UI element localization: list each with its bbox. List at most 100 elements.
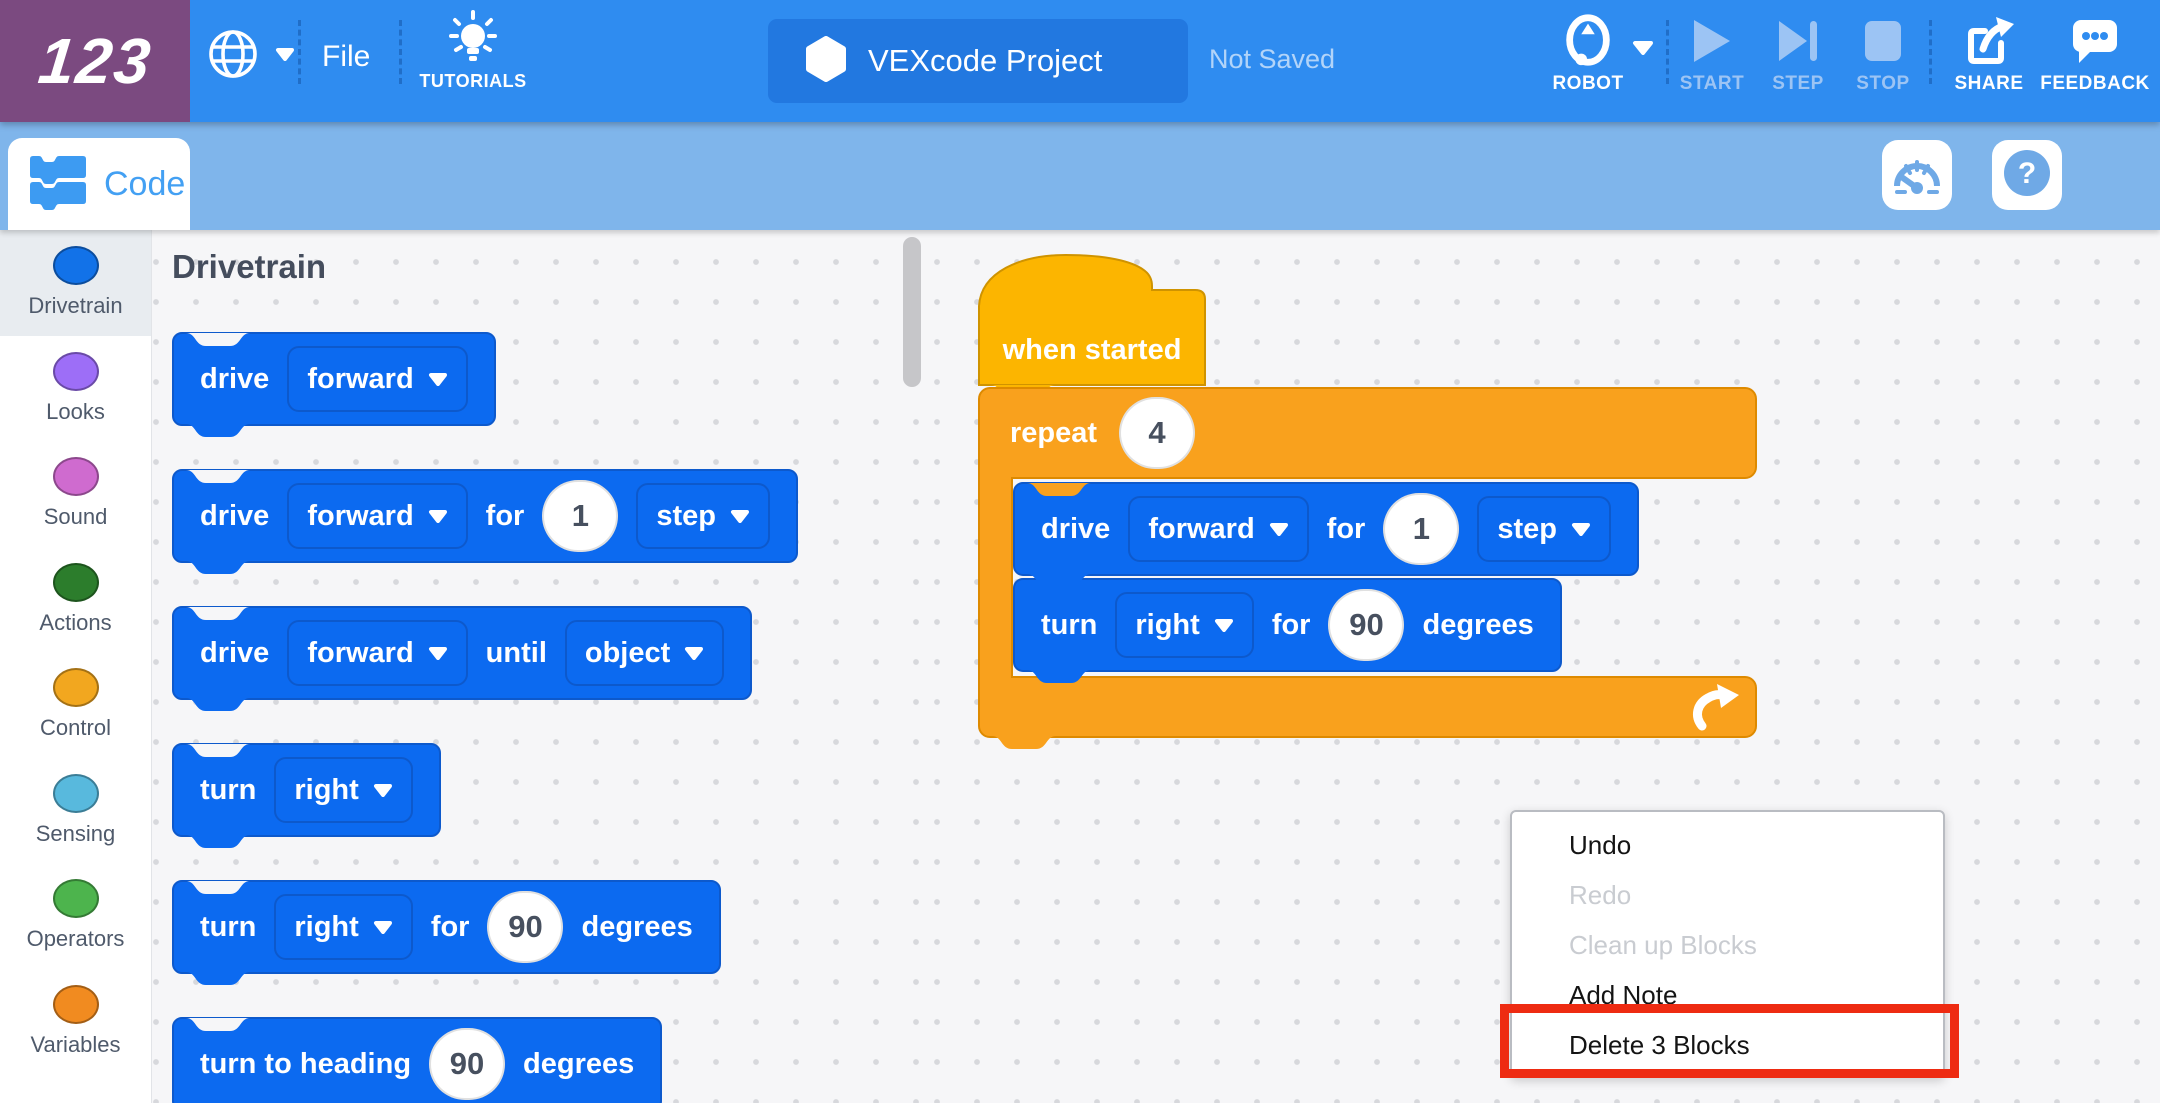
dropdown-caret-icon: [373, 783, 393, 797]
repeat-block-bottom[interactable]: [978, 676, 1757, 749]
robot-icon: [1543, 12, 1633, 70]
block-dropdown-right[interactable]: right: [1115, 592, 1254, 658]
block-dropdown-forward[interactable]: forward: [287, 483, 468, 549]
robot-chevron-down-icon[interactable]: [1632, 40, 1654, 60]
block-number-input[interactable]: 1: [542, 480, 619, 552]
block-tab: [186, 561, 250, 574]
sidebar-item-control[interactable]: Control: [0, 652, 151, 758]
block-tab: [186, 698, 250, 711]
start-button[interactable]: START: [1672, 12, 1752, 95]
top-header: 123 File: [0, 0, 2160, 122]
device-dashboard-button[interactable]: [1882, 140, 1952, 210]
tab-code[interactable]: Code: [8, 138, 190, 230]
repeat-block-arm[interactable]: [978, 477, 1013, 678]
dropdown-caret-icon: [428, 646, 448, 660]
block-number-input[interactable]: 1: [1383, 493, 1460, 565]
stop-button[interactable]: STOP: [1843, 12, 1923, 95]
language-menu[interactable]: [205, 26, 295, 87]
dropdown-caret-icon: [1571, 522, 1591, 536]
sidebar-item-variables[interactable]: Variables: [0, 969, 151, 1075]
dropdown-caret-icon: [684, 646, 704, 660]
category-dot: [52, 457, 99, 497]
context-menu-item-undo[interactable]: Undo: [1569, 830, 1632, 860]
dropdown-value: forward: [1148, 512, 1255, 545]
share-button[interactable]: SHARE: [1949, 12, 2029, 95]
block-dropdown-right[interactable]: right: [274, 894, 413, 960]
gauge-icon: [1892, 150, 1942, 201]
block-dropdown-right[interactable]: right: [274, 757, 413, 823]
question-mark-icon: ?: [2002, 148, 2052, 203]
block-dropdown-forward[interactable]: forward: [287, 620, 468, 686]
sidebar-item-sound[interactable]: Sound: [0, 441, 151, 547]
tutorials-button[interactable]: TUTORIALS: [418, 10, 528, 92]
repeat-count-input[interactable]: 4: [1119, 397, 1196, 469]
block-label: until: [485, 636, 547, 669]
chevron-down-icon: [275, 47, 295, 66]
robot-button[interactable]: ROBOT: [1543, 12, 1633, 95]
block-notch: [186, 607, 250, 620]
when-started-block[interactable]: when started: [978, 254, 1206, 387]
sidebar-item-actions[interactable]: Actions: [0, 547, 151, 653]
dropdown-value: forward: [307, 636, 414, 669]
context-menu-item-clean-up-blocks: Clean up Blocks: [1569, 930, 1757, 960]
sidebar-item-sensing[interactable]: Sensing: [0, 758, 151, 864]
category-dot: [52, 351, 99, 391]
step-button[interactable]: STEP: [1758, 12, 1838, 95]
stop-icon: [1843, 12, 1923, 70]
block-number-input[interactable]: 90: [429, 1028, 506, 1100]
category-dot: [52, 773, 99, 813]
category-label: Sound: [43, 504, 108, 530]
loop-arrow-icon: [1689, 682, 1741, 739]
lightbulb-icon: [447, 10, 499, 70]
context-menu-item-add-note[interactable]: Add Note: [1569, 980, 1678, 1010]
dropdown-caret-icon: [1214, 618, 1234, 632]
globe-icon: [205, 26, 261, 87]
block-notch: [1027, 483, 1091, 496]
tutorials-label: TUTORIALS: [419, 71, 527, 91]
sidebar-item-drivetrain[interactable]: Drivetrain: [0, 230, 151, 336]
step-forward-icon: [1758, 12, 1838, 70]
header-separator: [1666, 20, 1669, 84]
project-name-button[interactable]: VEXcode Project: [768, 19, 1188, 103]
block-tab: [186, 835, 250, 848]
sidebar-item-looks[interactable]: Looks: [0, 336, 151, 442]
sidebar-item-partial-8[interactable]: [0, 1074, 151, 1103]
block-label: for: [1326, 512, 1366, 545]
block-number-input[interactable]: 90: [487, 891, 564, 963]
block-dropdown-forward[interactable]: forward: [287, 346, 468, 412]
dropdown-caret-icon: [730, 509, 750, 523]
block-label: drive: [200, 499, 270, 532]
block-dropdown-step[interactable]: step: [1477, 496, 1611, 562]
header-separator: [399, 20, 402, 84]
category-label: Control: [40, 715, 111, 741]
file-menu[interactable]: File: [322, 40, 371, 73]
share-icon: [1949, 12, 2029, 70]
category-label: Variables: [30, 1031, 121, 1057]
block-dropdown-forward[interactable]: forward: [1128, 496, 1309, 562]
context-menu-item-delete-3-blocks[interactable]: Delete 3 Blocks: [1569, 1030, 1750, 1060]
feedback-button[interactable]: FEEDBACK: [2035, 12, 2155, 95]
block-tab: [186, 424, 250, 437]
vex-123-logo: 123: [0, 0, 190, 122]
step-label: STEP: [1772, 73, 1824, 94]
block-dropdown-step[interactable]: step: [636, 483, 770, 549]
sidebar-item-operators[interactable]: Operators: [0, 863, 151, 969]
play-icon: [1672, 12, 1752, 70]
block-number-input[interactable]: 90: [1328, 589, 1405, 661]
help-button[interactable]: ?: [1992, 140, 2062, 210]
project-name: VEXcode Project: [868, 43, 1103, 78]
save-status: Not Saved: [1209, 44, 1336, 74]
palette-scrollbar[interactable]: [903, 237, 921, 387]
block-dropdown-object[interactable]: object: [564, 620, 725, 686]
dropdown-value: step: [656, 499, 716, 532]
